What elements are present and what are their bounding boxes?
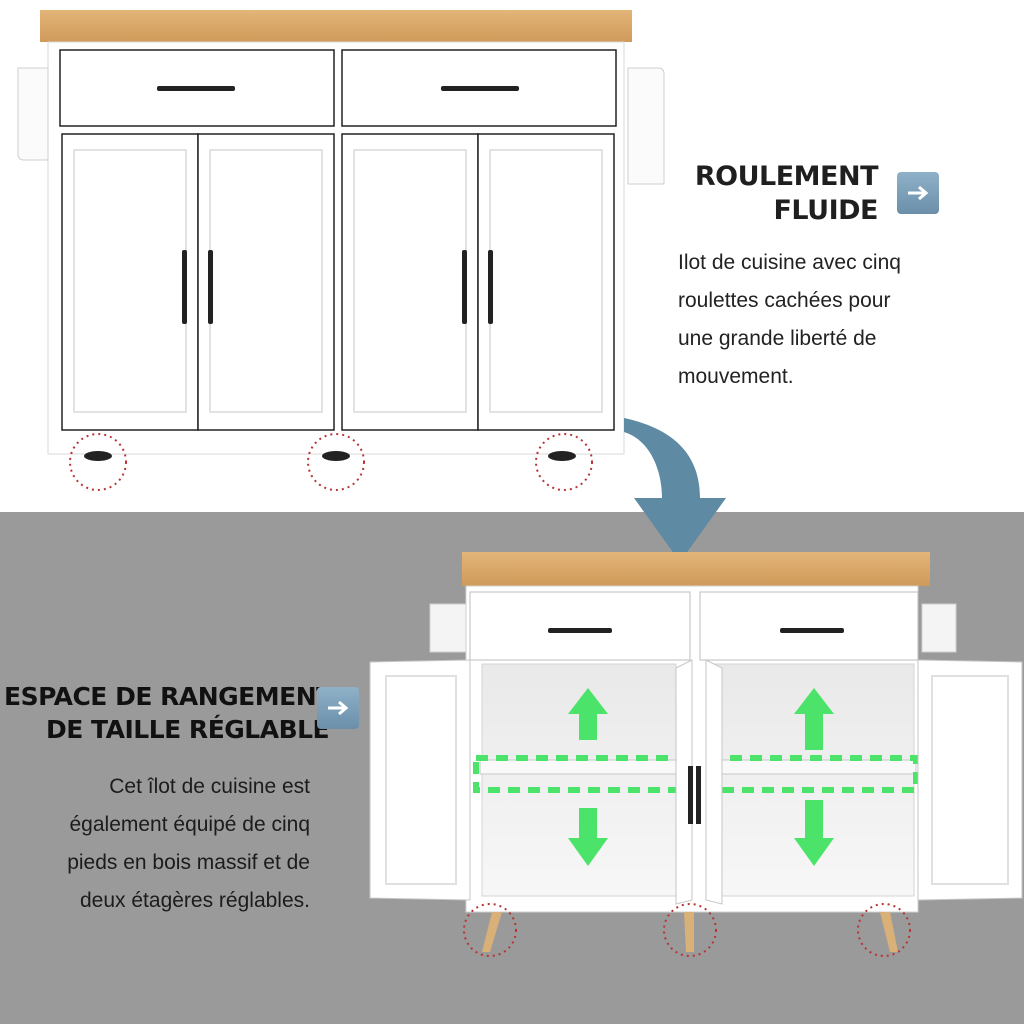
- cabinet-closed: [17, 10, 665, 491]
- wooden-leg: [880, 912, 898, 952]
- smooth-rolling-title: ROULEMENT FLUIDE: [694, 160, 879, 228]
- down-arrow-icon: [568, 808, 608, 866]
- side-towel-rack: [627, 67, 665, 185]
- drawer-handle: [548, 628, 612, 633]
- side-towel-rack: [921, 603, 957, 653]
- hidden-caster-wheel: [548, 451, 576, 461]
- storage-space-description: Cet îlot de cuisine est également équipé…: [67, 775, 310, 912]
- arrow-right-icon: [317, 687, 359, 729]
- wheel-highlight-circle: [69, 433, 127, 491]
- leg-highlight-circle: [463, 903, 517, 957]
- open-cabinet-door: [369, 659, 471, 901]
- cabinet-door: [197, 133, 335, 431]
- drawer-handle: [780, 628, 844, 633]
- drawer: [469, 591, 691, 661]
- door-handle: [696, 766, 701, 824]
- hidden-caster-wheel: [322, 451, 350, 461]
- wood-countertop: [462, 552, 930, 586]
- title-line: DE TAILLE RÉGLABLE: [46, 715, 330, 744]
- door-handle: [488, 250, 493, 324]
- hidden-caster-wheel: [84, 451, 112, 461]
- wooden-leg: [684, 912, 694, 952]
- drawer-handle: [441, 86, 519, 91]
- up-arrow-icon: [794, 688, 834, 750]
- side-towel-rack: [17, 67, 49, 161]
- drawer-handle: [157, 86, 235, 91]
- cabinet-door: [477, 133, 615, 431]
- storage-space-title: ESPACE DE RANGEMENT DE TAILLE RÉGLABLE: [4, 680, 333, 746]
- leg-highlight-circle: [663, 903, 717, 957]
- wood-countertop: [40, 10, 632, 42]
- open-cabinet-door: [675, 659, 693, 905]
- cabinet-door: [341, 133, 479, 431]
- open-cabinet-door: [917, 659, 1023, 901]
- up-arrow-icon: [568, 688, 608, 740]
- wooden-leg: [482, 912, 502, 952]
- door-handle: [688, 766, 693, 824]
- leg-highlight-circle: [857, 903, 911, 957]
- cabinet-door: [61, 133, 199, 431]
- title-line: FLUIDE: [773, 195, 878, 226]
- cabinet-open: [369, 552, 1023, 957]
- door-handle: [208, 250, 213, 324]
- wheel-highlight-circle: [535, 433, 593, 491]
- title-line: ROULEMENT: [694, 161, 879, 192]
- door-handle: [462, 250, 467, 324]
- adjustable-shelf: [709, 759, 917, 775]
- drawer: [699, 591, 919, 661]
- curved-down-arrow-icon: [624, 418, 726, 562]
- wheel-highlight-circle: [307, 433, 365, 491]
- down-arrow-icon: [794, 800, 834, 866]
- cabinet-interior: [481, 663, 677, 897]
- smooth-rolling-description: Ilot de cuisine avec cinq roulettes cach…: [678, 251, 901, 388]
- title-line: ESPACE DE RANGEMENT: [4, 682, 333, 711]
- adjustable-shelf: [479, 759, 679, 775]
- arrow-right-icon: [897, 172, 939, 214]
- door-handle: [182, 250, 187, 324]
- side-towel-rack: [429, 603, 467, 653]
- open-cabinet-door: [705, 659, 723, 905]
